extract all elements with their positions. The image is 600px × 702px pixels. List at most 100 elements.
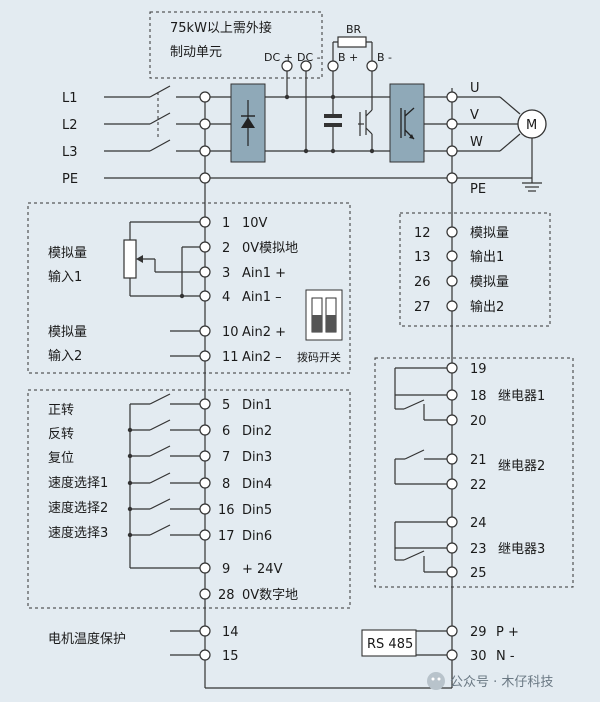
relay3-label: 继电器3 [498, 542, 545, 557]
terminal-3 [199, 266, 211, 278]
din-label-6: 速度选择3 [48, 525, 108, 541]
label-l1: L1 [62, 91, 78, 106]
din-name-17: Din6 [242, 529, 272, 544]
relay-num-21: 21 [470, 453, 487, 468]
label-pe-out: PE [470, 182, 486, 197]
din-label-3: 复位 [48, 451, 74, 466]
terminal-21 [446, 453, 458, 465]
b-minus-label: B - [377, 51, 392, 64]
din-num-7: 7 [222, 450, 230, 465]
ao-num-26: 26 [414, 275, 431, 290]
analog-input-box [27, 202, 351, 374]
terminal-29 [446, 625, 458, 637]
ai-num-11: 11 [222, 350, 239, 365]
relay-num-25: 25 [470, 566, 487, 581]
dip-switch[interactable] [305, 289, 343, 341]
capacitor-plate-bottom [324, 123, 342, 127]
ao-num-12: 12 [414, 226, 431, 241]
terminal-6 [199, 424, 211, 436]
b-plus-label: B + [338, 51, 358, 64]
terminal-17 [199, 529, 211, 541]
terminal-28 [199, 588, 211, 600]
din-num-28: 28 [218, 588, 235, 603]
ai-num-1: 1 [222, 216, 230, 231]
ao-name-27: 输出2 [470, 299, 504, 315]
dc-minus-label: DC - [297, 51, 321, 64]
potentiometer [123, 221, 205, 357]
din-name-8: Din4 [242, 477, 272, 492]
motor-icon [517, 109, 547, 139]
terminal-2 [199, 241, 211, 253]
terminal-l1 [199, 91, 211, 103]
ao-name-12: 模拟量 [470, 226, 509, 241]
terminal-1 [199, 216, 211, 228]
din-num-9: 9 [222, 562, 230, 577]
relay2-label: 继电器2 [498, 459, 545, 474]
rs485-label: RS 485 [367, 637, 413, 652]
digital-input-box [27, 389, 351, 609]
terminal-u [446, 91, 458, 103]
temp-num-14: 14 [222, 625, 239, 640]
terminal-13 [446, 250, 458, 262]
analog-in1-label-line2: 输入1 [48, 269, 82, 285]
analog-in2-label-line2: 输入2 [48, 348, 82, 364]
inverter-block [389, 83, 425, 163]
ai-name-4: Ain1 – [242, 290, 282, 305]
ai-num-10: 10 [222, 325, 239, 340]
capacitor-plate-top [324, 114, 342, 118]
terminal-30 [446, 649, 458, 661]
relay-num-22: 22 [470, 478, 487, 493]
terminal-24 [446, 516, 458, 528]
terminal-b-plus [327, 60, 339, 72]
terminal-dc-minus [300, 60, 312, 72]
label-v: V [470, 108, 479, 123]
ai-name-1: 10V [242, 216, 268, 231]
din-num-6: 6 [222, 424, 230, 439]
watermark: 公众号 · 木仔科技 [427, 672, 553, 690]
terminal-14 [199, 625, 211, 637]
terminal-25 [446, 566, 458, 578]
rs485-num-30: 30 [470, 649, 487, 664]
relay-num-23: 23 [470, 542, 487, 557]
motor-temp-label: 电机温度保护 [48, 631, 126, 647]
rs485-p-label: P + [496, 625, 519, 640]
digital-input-switches [127, 393, 205, 569]
diode-icon [241, 117, 255, 128]
ai-num-4: 4 [222, 290, 230, 305]
terminal-16 [199, 503, 211, 515]
ai-num-3: 3 [222, 266, 230, 281]
relay-box [374, 357, 574, 588]
terminal-18 [446, 389, 458, 401]
ao-num-13: 13 [414, 250, 431, 265]
relay-num-18: 18 [470, 389, 487, 404]
terminal-27 [446, 300, 458, 312]
rs485-box [361, 629, 417, 657]
terminal-10 [199, 325, 211, 337]
din-name-9: + 24V [242, 562, 283, 577]
braking-note-line1: 75kW以上需外接 [170, 20, 272, 36]
terminal-l2 [199, 118, 211, 130]
analog-in1-label-line1: 模拟量 [48, 246, 87, 261]
br-resistor [337, 36, 367, 48]
rs485-n-label: N - [496, 649, 515, 664]
terminal-7 [199, 450, 211, 462]
din-num-5: 5 [222, 398, 230, 413]
ai-name-10: Ain2 + [242, 325, 286, 340]
ai-name-3: Ain1 + [242, 266, 286, 281]
mains-input [104, 85, 231, 179]
relay1-label: 继电器1 [498, 389, 545, 404]
terminal-9 [199, 562, 211, 574]
ai-name-2: 0V模拟地 [242, 241, 298, 256]
terminal-5 [199, 398, 211, 410]
label-pe-in: PE [62, 172, 78, 187]
relay-contacts [394, 367, 452, 573]
terminal-pe-in [199, 172, 211, 184]
relay-num-19: 19 [470, 362, 487, 377]
din-label-1: 正转 [48, 403, 74, 418]
terminal-26 [446, 275, 458, 287]
terminal-dc-plus [281, 60, 293, 72]
label-l2: L2 [62, 118, 78, 133]
ao-num-27: 27 [414, 300, 431, 315]
ao-name-13: 输出1 [470, 249, 504, 265]
